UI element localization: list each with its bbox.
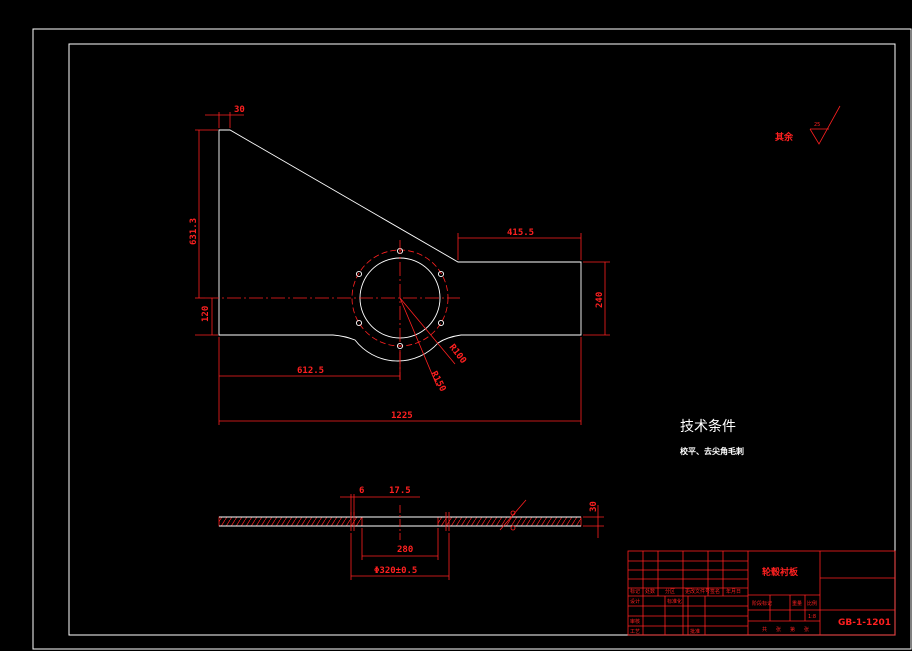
dim-half-width-label: 612.5 (297, 366, 324, 376)
dim-radius-inner-label: R100 (447, 343, 468, 366)
drawing-number: GB-1-1201 (838, 618, 891, 628)
dim-width-right-label: 415.5 (507, 228, 534, 238)
dim-height-left-label: 631.3 (189, 218, 199, 245)
surface-finish-value: 25 (814, 122, 820, 128)
tb-design-label-0: 设计 (630, 598, 640, 605)
title-block-text: 轮毂衬板 GB-1-1201 标记 处数 分区 更改文件号 签名 年月日 设计 … (630, 566, 891, 635)
section-inner-dia: 280 (397, 545, 413, 555)
tb-sheet-label-0: 共 (762, 626, 767, 633)
tb-approval-label-2: 批准 (690, 628, 700, 635)
dim-radius: R150 R100 (399, 297, 468, 394)
section-offset: 17.5 (389, 486, 411, 496)
title-block (627, 550, 896, 636)
inner-frame (68, 43, 896, 636)
surface-finish-symbol: 其余 25 (775, 105, 841, 145)
dim-height-left: 631.3 (189, 129, 218, 299)
tb-row-label-1: 处数 (645, 588, 655, 595)
tb-sheet-label-3: 张 (804, 626, 809, 633)
dim-width-right: 415.5 (457, 228, 582, 260)
tb-design-label-3: 重量 (792, 600, 802, 607)
section-outer-dia: Φ320±0.5 (374, 566, 417, 576)
tb-sheet-label-2: 第 (790, 626, 795, 633)
section-dims: 6 17.5 30 280 Φ320±0.5 (340, 486, 604, 580)
dim-half-width: 612.5 (218, 337, 401, 380)
tb-row-label-3: 更改文件号 (685, 588, 710, 595)
dim-total-width: 1225 (218, 337, 582, 425)
tb-row-label-4: 签名 (710, 588, 720, 595)
dim-total-width-label: 1225 (391, 411, 413, 421)
dim-radius-outer-label: R150 (428, 370, 447, 394)
section-view (218, 505, 582, 540)
dim-top-offset: 30 (205, 105, 245, 128)
dim-height-bottom-label: 120 (201, 306, 211, 322)
tb-approval-label-1: 工艺 (630, 629, 640, 635)
technical-note: 校平、去尖角毛刺 (680, 446, 744, 456)
dim-top-offset-label: 30 (234, 105, 245, 115)
tb-design-label-4: 比例 (807, 600, 817, 607)
tb-approval-label-0: 审核 (630, 618, 640, 625)
tb-row-label-0: 标记 (630, 588, 640, 595)
tb-row-label-5: 年月日 (726, 588, 741, 595)
outer-frame (32, 28, 912, 650)
section-slot-left: 6 (359, 486, 364, 496)
scale-value: 1:8 (808, 614, 816, 620)
tb-sheet-label-1: 张 (776, 626, 781, 633)
part-name: 轮毂衬板 (762, 566, 799, 578)
dim-height-bottom: 120 (195, 298, 218, 336)
dim-height-right-label: 240 (595, 292, 605, 308)
tb-design-label-1: 标准化 (667, 598, 682, 605)
section-thickness: 30 (589, 501, 599, 512)
center-lines (205, 240, 460, 380)
tb-row-label-2: 分区 (665, 588, 675, 595)
tb-design-label-2: 阶段标记 (752, 600, 772, 607)
surface-finish-label: 其余 (775, 131, 794, 143)
technical-title: 技术条件 (680, 418, 736, 435)
dim-height-right: 240 (583, 261, 610, 336)
